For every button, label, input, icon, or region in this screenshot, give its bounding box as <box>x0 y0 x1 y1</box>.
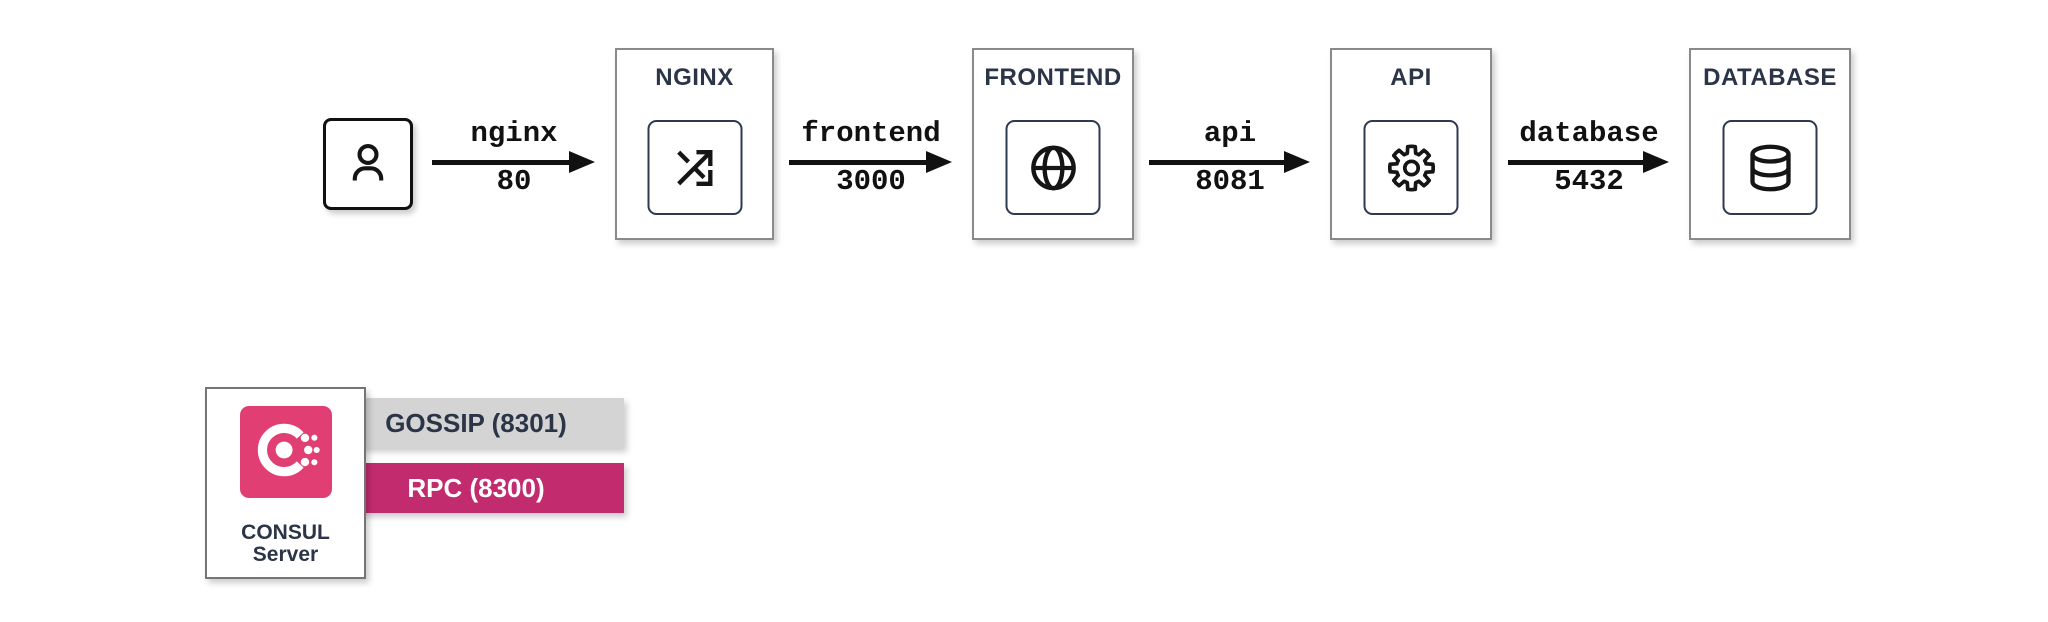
edge-service-label: nginx <box>470 117 558 150</box>
node-title: NGINX <box>655 64 734 91</box>
arrow-line <box>1149 160 1284 165</box>
edge-service-label: database <box>1519 117 1659 150</box>
node-title: DATABASE <box>1703 64 1837 91</box>
gear-icon <box>1385 142 1437 194</box>
database-icon <box>1744 142 1796 194</box>
consul-logo-badge <box>239 404 332 501</box>
gossip-port-label: GOSSIP (8301) <box>385 407 567 438</box>
node-user <box>323 118 413 210</box>
user-icon <box>342 138 394 190</box>
arrow-line <box>432 160 569 165</box>
arrow-line <box>1508 160 1643 165</box>
nginx-icon-card <box>647 120 742 215</box>
frontend-icon-card <box>1005 120 1101 215</box>
consul-title: CONSUL Server <box>241 522 330 566</box>
edge-port-label: 3000 <box>836 165 906 198</box>
arrow-head-icon <box>926 151 952 173</box>
node-title: API <box>1390 64 1432 91</box>
consul-name-line: CONSUL <box>241 521 330 544</box>
node-frontend: FRONTEND <box>972 48 1134 240</box>
edge-service-label: frontend <box>801 117 941 150</box>
consul-icon <box>240 404 332 501</box>
rpc-port-bar: RPC (8300) <box>328 463 624 513</box>
node-api: API <box>1330 48 1492 240</box>
edge-port-label: 8081 <box>1195 165 1265 198</box>
consul-role-line: Server <box>252 543 319 566</box>
globe-icon <box>1027 142 1079 194</box>
shuffle-icon <box>669 142 721 194</box>
node-nginx: NGINX <box>615 48 774 240</box>
edge-service-label: api <box>1203 117 1257 150</box>
edge-port-label: 80 <box>496 165 532 198</box>
node-consul-server: CONSUL Server <box>205 387 366 579</box>
rpc-port-label: RPC (8300) <box>407 472 545 503</box>
arrow-line <box>789 160 926 165</box>
api-icon-card <box>1363 120 1459 215</box>
arrow-head-icon <box>1284 151 1310 173</box>
database-icon-card <box>1722 120 1818 215</box>
arrow-head-icon <box>569 151 595 173</box>
gossip-port-bar: GOSSIP (8301) <box>328 398 624 448</box>
edge-port-label: 5432 <box>1554 165 1624 198</box>
node-database: DATABASE <box>1689 48 1851 240</box>
arrow-head-icon <box>1643 151 1669 173</box>
node-title: FRONTEND <box>984 64 1122 91</box>
